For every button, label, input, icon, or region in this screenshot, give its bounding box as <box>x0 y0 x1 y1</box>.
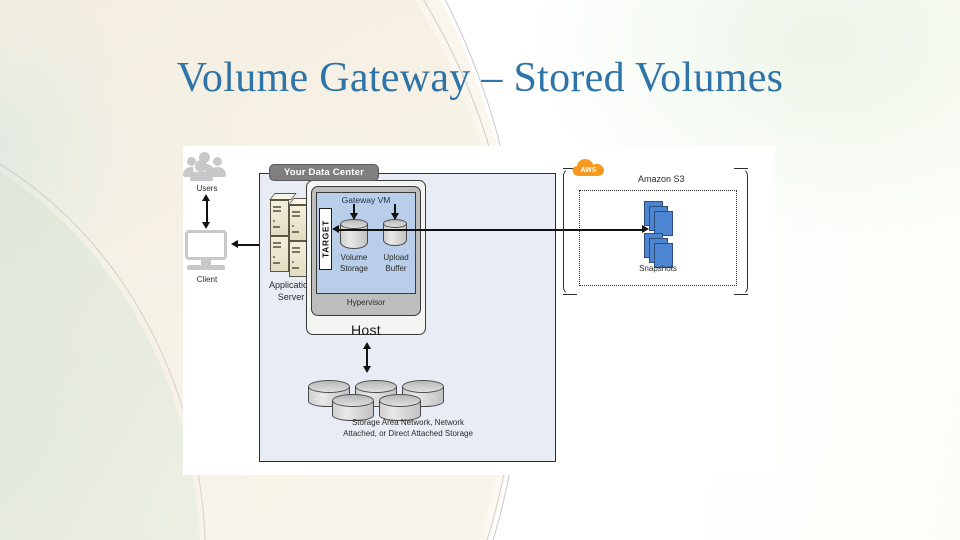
storage-caption-line2: Attached, or Direct Attached Storage <box>343 428 473 438</box>
upload-buffer-label-line2: Buffer <box>385 264 407 273</box>
gateway-vm-label: Gateway VM <box>341 195 391 205</box>
client-label: Client <box>196 275 218 284</box>
application-server-label-line1: Application <box>268 280 314 290</box>
svg-text:AWS: AWS <box>581 167 597 174</box>
amazon-s3-label: Amazon S3 <box>638 174 685 184</box>
users-label: Users <box>196 184 218 193</box>
upload-buffer-label-line1: Upload <box>383 253 409 262</box>
bracket-serif-bl <box>563 293 577 295</box>
page-title: Volume Gateway – Stored Volumes <box>176 55 784 101</box>
aws-cloud-logo-icon: AWS <box>572 158 605 177</box>
architecture-diagram: Users Client Your Data Center <box>183 146 775 475</box>
your-data-center-tab: Your Data Center <box>269 164 379 181</box>
target-label: TARGET <box>319 208 332 270</box>
volume-storage-label-line1: Volume <box>340 253 368 262</box>
storage-caption-line1: Storage Area Network, Network <box>351 418 465 427</box>
host-label: Host <box>351 322 381 338</box>
bracket-serif-tl <box>563 168 577 170</box>
bracket-serif-br <box>734 293 748 295</box>
volume-storage-label-line2: Storage <box>339 264 369 273</box>
application-server-label-line2: Server <box>277 292 305 302</box>
snapshots-label: Snapshots <box>639 264 677 273</box>
snapshots-dotted-box <box>579 190 737 286</box>
amazon-s3-bracket <box>563 168 748 295</box>
hypervisor-label: Hypervisor <box>346 298 386 307</box>
storage-caption: Storage Area Network, Network Attached, … <box>263 418 553 440</box>
bracket-serif-tr <box>734 168 748 170</box>
